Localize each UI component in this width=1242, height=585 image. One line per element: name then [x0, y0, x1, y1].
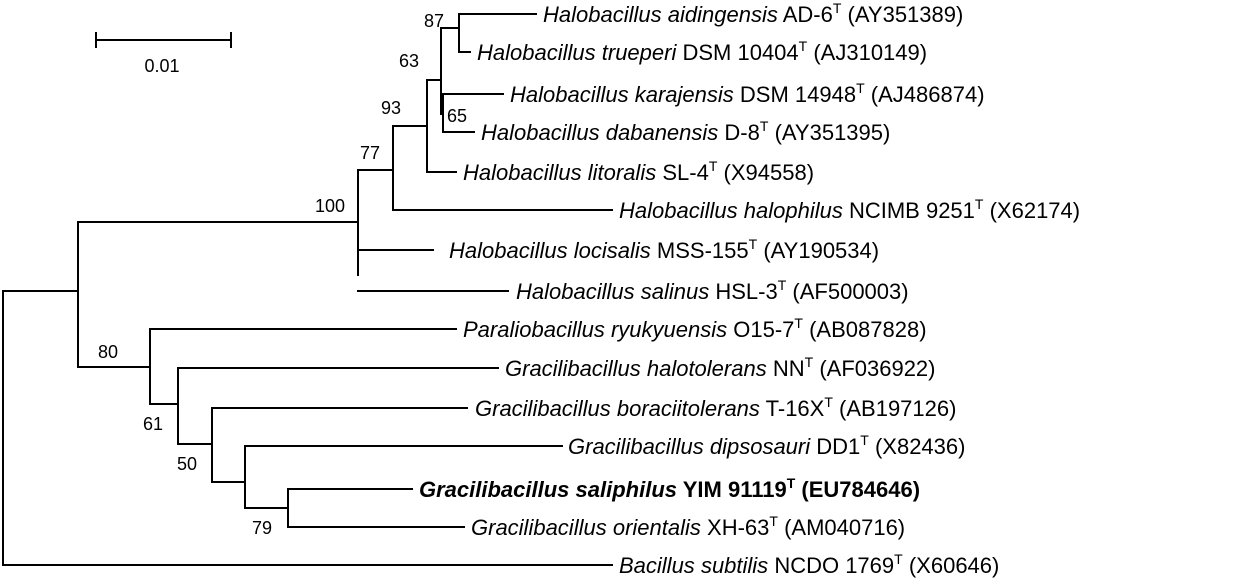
bootstrap-values: 87 63 65 93 77 100 80 61 50 79: [98, 11, 467, 538]
bootstrap-79: 79: [252, 518, 272, 538]
branch-node-80: [149, 328, 457, 405]
bootstrap-61: 61: [143, 414, 163, 434]
scale-bar-label: 0.01: [144, 56, 179, 76]
branch-node-93: [426, 79, 457, 173]
taxon-label: Halobacillus karajensis DSM 14948T (AJ48…: [510, 80, 985, 107]
taxon-label: Gracilibacillus boraciitolerans T-16XT (…: [475, 394, 956, 421]
bootstrap-50: 50: [177, 454, 197, 474]
branch-root: [2, 290, 613, 566]
branch-node-dipsosauri: [244, 445, 563, 509]
branch-node-65: [442, 93, 504, 133]
bootstrap-93: 93: [381, 98, 401, 118]
taxon-label: Gracilibacillus orientalis XH-63T (AM040…: [471, 513, 905, 540]
branch-ingroup: [77, 221, 359, 368]
taxon-label: Halobacillus trueperi DSM 10404T (AJ3101…: [477, 38, 927, 65]
taxon-label: Bacillus subtilis NCDO 1769T (X60646): [619, 551, 999, 578]
taxon-label: Gracilibacillus dipsosauri DD1T (X82436): [568, 432, 965, 459]
branch-halobacillus: [357, 169, 509, 292]
tree-branches: [2, 13, 613, 566]
bootstrap-87: 87: [424, 11, 444, 31]
branch-node-87: [458, 13, 537, 53]
taxon-label: Halobacillus dabanensis D-8T (AY351395): [481, 118, 890, 145]
bootstrap-65: 65: [447, 106, 467, 126]
taxon-labels: Halobacillus aidingensis AD-6T (AY351389…: [419, 0, 1080, 578]
branch-node-61: [177, 367, 499, 445]
bootstrap-100: 100: [315, 196, 345, 216]
branch-node-77: [392, 125, 613, 211]
bootstrap-77: 77: [360, 143, 380, 163]
taxon-label: Halobacillus locisalis MSS-155T (AY19053…: [449, 236, 879, 263]
taxon-label-highlighted: Gracilibacillus saliphilus YIM 91119T (E…: [419, 475, 920, 502]
bootstrap-63: 63: [399, 51, 419, 71]
taxon-label: Halobacillus aidingensis AD-6T (AY351389…: [543, 0, 963, 27]
branch-node-50: [211, 407, 468, 483]
taxon-label: Gracilibacillus halotolerans NNT (AF0369…: [505, 354, 936, 381]
taxon-label: Halobacillus litoralis SL-4T (X94558): [463, 158, 814, 185]
taxon-label: Halobacillus halophilus NCIMB 9251T (X62…: [619, 196, 1080, 223]
scale-bar: 0.01: [95, 32, 232, 76]
taxon-label: Paraliobacillus ryukyuensis O15-7T (AB08…: [463, 315, 927, 342]
bootstrap-80: 80: [98, 342, 118, 362]
branch-node-79: [287, 488, 465, 528]
taxon-label: Halobacillus salinus HSL-3T (AF500003): [516, 277, 909, 304]
